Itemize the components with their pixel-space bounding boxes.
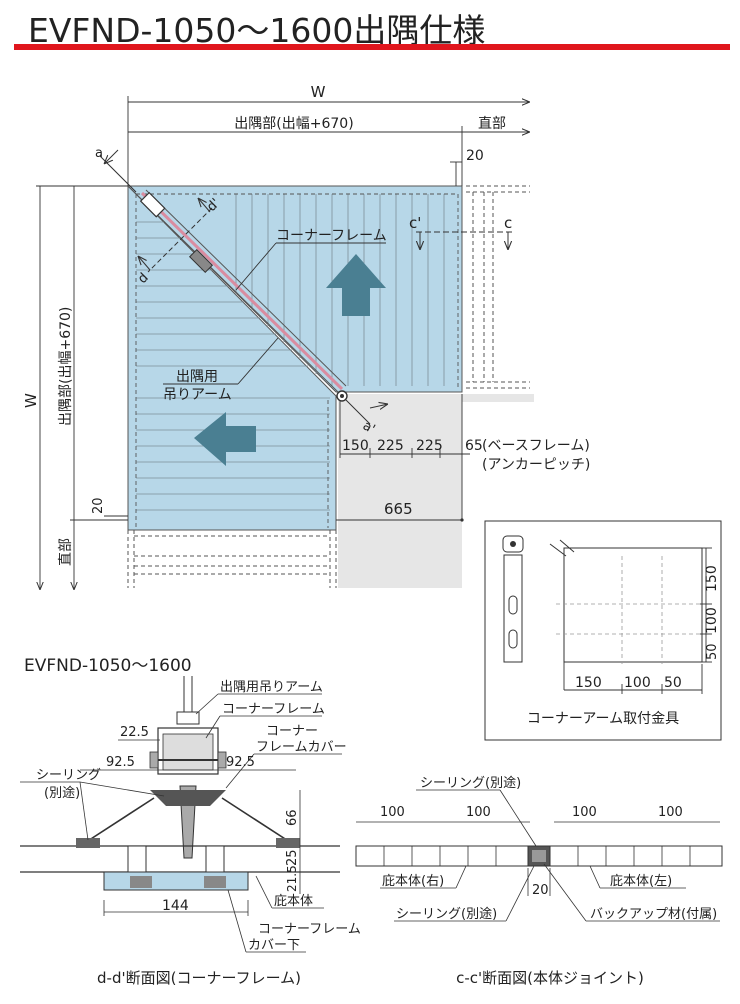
dd-corner-frame: コーナーフレーム bbox=[222, 702, 325, 717]
label-a: a bbox=[95, 146, 103, 161]
title-underline bbox=[14, 44, 730, 50]
wall-shadow bbox=[338, 394, 462, 588]
dd-dim-22-5: 22.5 bbox=[120, 725, 149, 740]
cc-caption: c-c'断面図(本体ジョイント) bbox=[456, 969, 644, 987]
dd-sealing-2: (別途) bbox=[44, 785, 80, 801]
bracket-dim-50-h: 50 bbox=[664, 675, 682, 691]
canopy-panel-upper bbox=[126, 185, 463, 393]
hanging-arm-fitting bbox=[188, 248, 214, 274]
label-base-frame: (ベースフレーム) bbox=[482, 438, 590, 454]
dd-hang-arm: 出隅用吊りアーム bbox=[220, 680, 323, 695]
section-c-c: シーリング(別途) 100 100 100 100 庇本体(右) 庇本体(左) bbox=[355, 775, 723, 987]
dd-dim-144: 144 bbox=[162, 898, 189, 914]
cc-body-left: 庇本体(左) bbox=[610, 874, 672, 889]
dd-frame-cover-1: コーナー bbox=[266, 724, 318, 739]
section-d-d: 出隅用吊りアーム コーナーフレーム コーナー フレームカバー 22.5 92.5… bbox=[20, 676, 361, 987]
dim-665: 665 bbox=[384, 500, 413, 518]
dd-dim-92-5-left: 92.5 bbox=[106, 755, 135, 770]
dd-caption: d-d'断面図(コーナーフレーム) bbox=[97, 969, 301, 987]
dim-corner-top: 出隅部(出幅+670) bbox=[234, 116, 353, 132]
corner-frame-outline-b bbox=[145, 189, 347, 387]
pitch-65: 65 bbox=[465, 438, 483, 454]
wall-shadow-right bbox=[462, 394, 534, 402]
bracket-dim-50-v: 50 bbox=[705, 643, 720, 660]
cc-sealing-top: シーリング(別途) bbox=[420, 775, 521, 791]
flow-arrow-up bbox=[326, 254, 386, 316]
cc-dim-1: 100 bbox=[380, 805, 405, 820]
panel-slats-vertical bbox=[235, 194, 445, 386]
plan-view: a a' d' d c' c コーナーフレーム 出隅用 吊りアーム W 出隅部(… bbox=[22, 83, 590, 590]
dd-dim-25: 25 bbox=[285, 849, 300, 866]
dd-dim-92-5-right: 92.5 bbox=[226, 755, 255, 770]
cc-dim-3: 100 bbox=[572, 805, 597, 820]
dd-sealing-1: シーリング bbox=[36, 768, 101, 783]
dd-body: 庇本体 bbox=[274, 894, 313, 909]
label-hanging-arm-2: 吊りアーム bbox=[163, 387, 232, 403]
bracket-dim-100-v: 100 bbox=[704, 607, 720, 634]
label-hanging-arm-1: 出隅用 bbox=[176, 369, 218, 385]
label-c: c bbox=[504, 214, 512, 232]
cc-body-right: 庇本体(右) bbox=[382, 874, 444, 889]
page-title: EVFND-1050〜1600出隅仕様 bbox=[28, 11, 486, 50]
label-c-prime: c' bbox=[409, 214, 421, 232]
corner-frame-outline-a bbox=[137, 195, 339, 393]
canopy-panel-lower bbox=[127, 184, 337, 531]
cc-dim-2: 100 bbox=[466, 805, 491, 820]
dim-straight-top: 直部 bbox=[478, 115, 506, 132]
bracket-caption: コーナーアーム取付金具 bbox=[527, 711, 679, 727]
dd-frame-cover-2: フレームカバー bbox=[256, 740, 347, 755]
pitch-150: 150 bbox=[342, 438, 369, 454]
label-anchor-pitch: (アンカーピッチ) bbox=[482, 457, 590, 473]
cc-backup: バックアップ材(付属) bbox=[590, 907, 717, 922]
cc-dim-4: 100 bbox=[658, 805, 683, 820]
corner-bracket-top bbox=[139, 191, 166, 218]
label-corner-frame: コーナーフレーム bbox=[276, 228, 387, 244]
dim-straight-left: 直部 bbox=[57, 538, 74, 566]
cc-dim-20: 20 bbox=[532, 883, 549, 898]
pitch-225-b: 225 bbox=[416, 438, 443, 454]
dim-w-top: W bbox=[311, 83, 326, 101]
corner-frame bbox=[140, 191, 344, 391]
straight-part-outline bbox=[127, 185, 530, 588]
bracket-dim-100-h: 100 bbox=[624, 675, 651, 691]
dd-cover-lower-2: カバー下 bbox=[248, 938, 300, 953]
bracket-dim-150-h: 150 bbox=[575, 675, 602, 691]
model-subtitle: EVFND-1050〜1600 bbox=[24, 656, 192, 676]
dd-dim-21-5: 21.5 bbox=[285, 865, 299, 892]
dim-corner-left: 出隅部(出幅+670) bbox=[58, 307, 74, 426]
dim-w-left: W bbox=[22, 393, 40, 408]
dd-dim-66: 66 bbox=[285, 809, 300, 826]
dim-20-left: 20 bbox=[91, 497, 106, 514]
dd-cover-lower-1: コーナーフレーム bbox=[258, 922, 361, 937]
flow-arrow-left bbox=[194, 412, 256, 466]
pitch-225-a: 225 bbox=[377, 438, 404, 454]
corner-arm-bracket-inset: 150 100 50 150 100 50 コーナーアーム取付金具 bbox=[484, 520, 722, 741]
dim-20-top: 20 bbox=[466, 148, 484, 164]
cc-sealing-bottom: シーリング(別途) bbox=[396, 906, 497, 922]
bracket-dim-150-v: 150 bbox=[704, 565, 720, 592]
